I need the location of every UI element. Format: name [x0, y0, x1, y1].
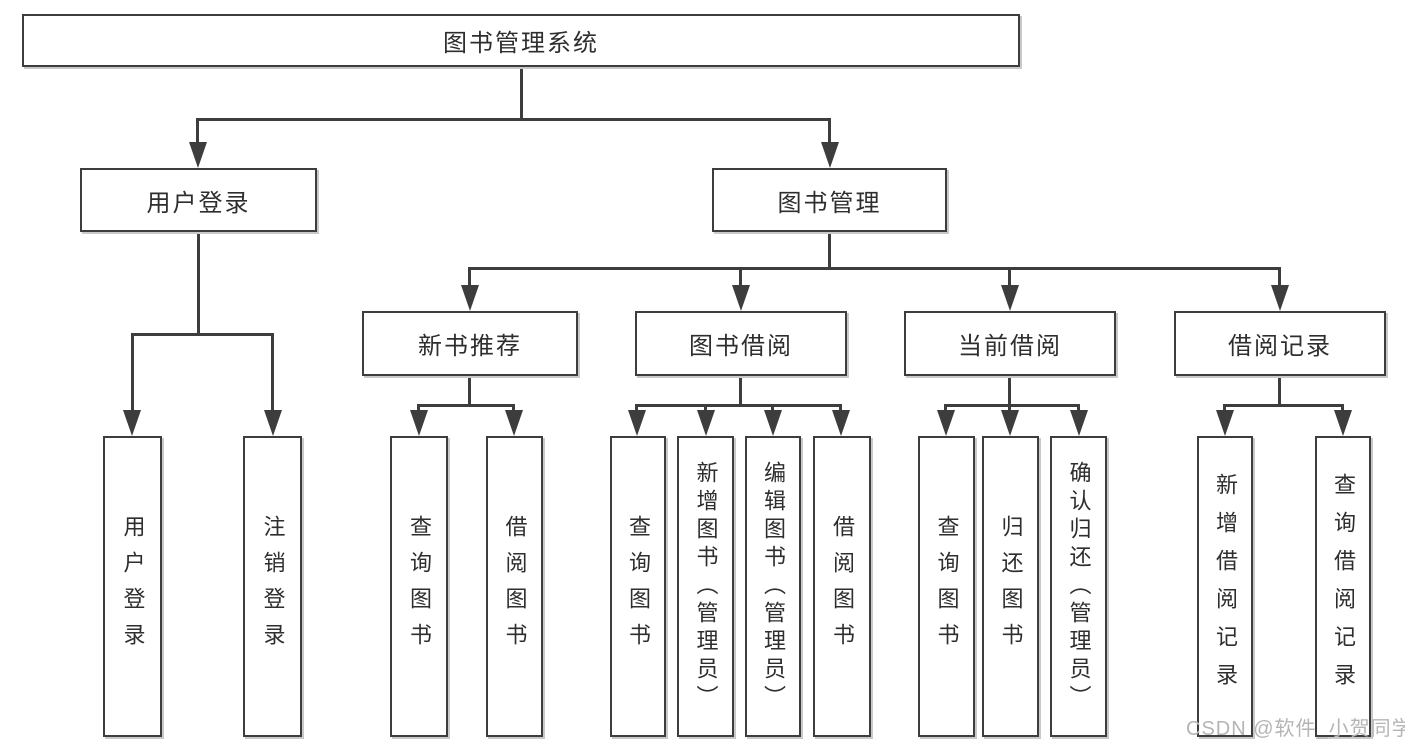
arrowhead-icon [1001, 285, 1019, 311]
arrowhead-icon [821, 142, 839, 168]
node-user-login: 用户登录 [80, 168, 317, 232]
node-label: 图书管理 [777, 189, 882, 217]
arrowhead-icon [1216, 410, 1234, 436]
node-label: 借阅图书 [830, 514, 855, 659]
node-leaf-add-books-admin: 新增图书（管理员） [677, 436, 734, 737]
arrowhead-icon [189, 142, 207, 168]
arrowhead-icon [410, 410, 428, 436]
arrowhead-icon [123, 410, 141, 436]
arrowhead-icon [628, 410, 646, 436]
node-label: 查询图书 [407, 514, 432, 659]
node-borrow-records: 借阅记录 [1174, 311, 1386, 376]
connector-rail [944, 404, 1079, 407]
arrowhead-icon [1334, 410, 1352, 436]
node-label: 查询借阅记录 [1331, 472, 1356, 701]
node-book-management: 图书管理 [712, 168, 947, 232]
connector-stem [197, 232, 200, 335]
node-label: 当前借阅 [958, 333, 1062, 360]
node-leaf-query-books-1: 查询图书 [390, 436, 448, 737]
connector-stem [131, 333, 134, 414]
node-leaf-confirm-return-admin: 确认归还（管理员） [1050, 436, 1107, 737]
node-label: 归还图书 [998, 514, 1024, 659]
node-label: 查询图书 [934, 514, 960, 659]
node-new-book-recommend: 新书推荐 [362, 311, 578, 376]
node-label: 借阅图书 [502, 514, 528, 659]
arrowhead-icon [1271, 285, 1289, 311]
connector-stem [196, 118, 199, 146]
arrowhead-icon [264, 410, 282, 436]
node-label: 用户登录 [120, 514, 146, 659]
arrowhead-icon [505, 410, 523, 436]
connector-stem [1278, 376, 1281, 407]
connector-stem [739, 267, 742, 289]
node-label: 新增借阅记录 [1213, 472, 1238, 701]
connector-stem [739, 376, 742, 407]
connector-stem [468, 376, 471, 407]
arrowhead-icon [764, 410, 782, 436]
node-leaf-query-borrow-record: 查询借阅记录 [1315, 436, 1371, 737]
node-leaf-add-borrow-record: 新增借阅记录 [1197, 436, 1253, 737]
csdn-watermark: CSDN @软件_小贺同学 [1186, 718, 1405, 740]
arrowhead-icon [937, 410, 955, 436]
connector-level3-rail [468, 267, 1281, 270]
connector-rail [417, 404, 515, 407]
node-label: 新增图书（管理员） [693, 460, 719, 713]
node-book-borrow: 图书借阅 [635, 311, 847, 376]
connector-rail [635, 404, 842, 407]
node-label: 注销登录 [260, 514, 286, 659]
arrowhead-icon [697, 410, 715, 436]
node-label: 编辑图书（管理员） [761, 460, 786, 713]
node-current-borrow: 当前借阅 [904, 311, 1116, 376]
arrowhead-icon [1001, 410, 1019, 436]
node-label: 用户登录 [146, 189, 251, 217]
node-label: 确认归还（管理员） [1066, 460, 1092, 713]
connector-rail [1223, 404, 1344, 407]
arrowhead-icon [832, 410, 850, 436]
connector-stem [828, 232, 831, 270]
node-leaf-logout: 注销登录 [243, 436, 302, 737]
connector-stem [1008, 267, 1011, 289]
node-label: 借阅记录 [1228, 333, 1332, 360]
node-leaf-edit-books-admin: 编辑图书（管理员） [745, 436, 801, 737]
node-leaf-borrow-books-1: 借阅图书 [486, 436, 543, 737]
node-leaf-user-login: 用户登录 [103, 436, 162, 737]
connector-stem [468, 267, 471, 289]
connector-stem [1008, 376, 1011, 407]
connector-stem [1278, 267, 1281, 289]
node-label: 新书推荐 [418, 333, 522, 360]
connector-stem [271, 333, 274, 414]
arrowhead-icon [461, 285, 479, 311]
arrowhead-icon [1070, 410, 1088, 436]
node-leaf-query-books-2: 查询图书 [610, 436, 666, 737]
node-leaf-return-books: 归还图书 [982, 436, 1039, 737]
node-root-label: 图书管理系统 [443, 30, 599, 57]
node-root: 图书管理系统 [22, 14, 1020, 67]
node-leaf-query-books-3: 查询图书 [918, 436, 975, 737]
connector-root-stem [520, 66, 523, 120]
arrowhead-icon [732, 285, 750, 311]
connector-stem [828, 118, 831, 146]
connector-rail [131, 333, 274, 336]
node-label: 查询图书 [626, 514, 651, 659]
connector-level2-rail [196, 118, 831, 121]
node-label: 图书借阅 [689, 333, 793, 360]
node-leaf-borrow-books-2: 借阅图书 [813, 436, 871, 737]
